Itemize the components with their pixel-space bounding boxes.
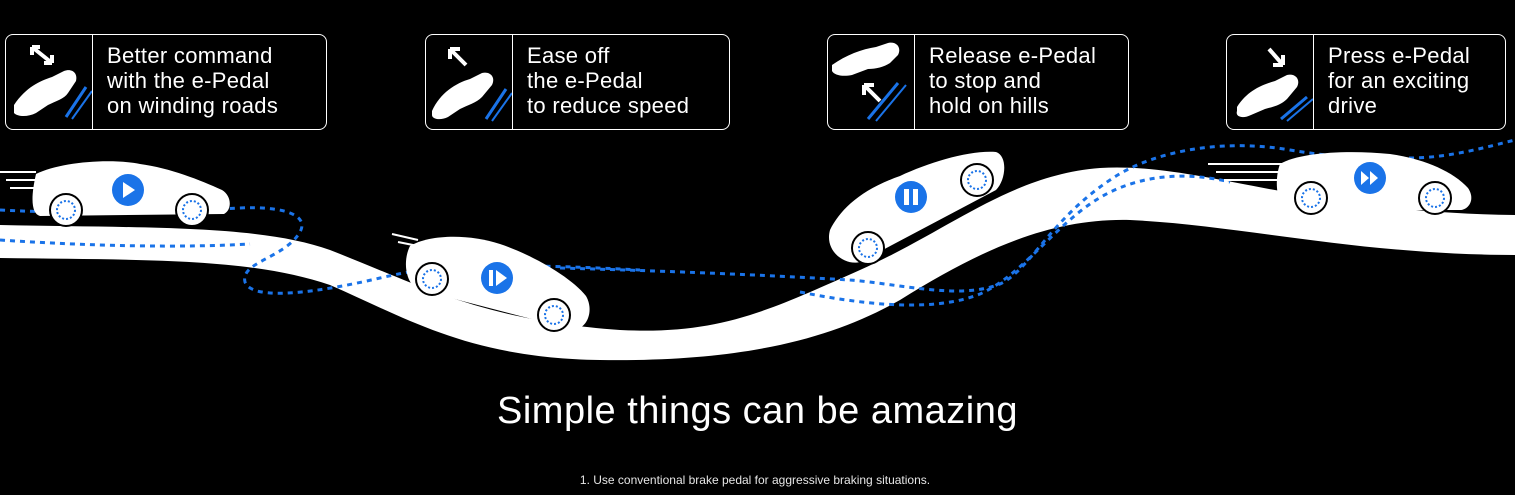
card-line: to reduce speed <box>527 93 690 118</box>
icon-box <box>1227 35 1314 129</box>
car-2 <box>405 236 590 332</box>
card-line: hold on hills <box>929 93 1050 118</box>
car-4 <box>1276 152 1472 215</box>
icon-box <box>426 35 513 129</box>
play-pause-icon <box>481 262 513 294</box>
speed-lines <box>0 163 1288 247</box>
card-line: to stop and <box>929 68 1042 93</box>
fast-forward-icon <box>1354 162 1386 194</box>
card-text: Release e-Pedal to stop and hold on hill… <box>915 35 1106 129</box>
card-text: Press e-Pedal for an exciting drive <box>1314 35 1480 129</box>
dotted-trail-4 <box>799 174 1231 307</box>
tagline: Simple things can be amazing <box>497 390 1018 432</box>
car-3 <box>828 151 1005 265</box>
icon-box <box>828 35 915 129</box>
instruction-card-press: Press e-Pedal for an exciting drive <box>1226 34 1506 130</box>
card-line: the e-Pedal <box>527 68 643 93</box>
card-text: Better command with the e-Pedal on windi… <box>93 35 288 129</box>
card-line: Better command <box>107 43 273 68</box>
card-line: Press e-Pedal <box>1328 43 1471 68</box>
instruction-card-ease-off: Ease off the e-Pedal to reduce speed <box>425 34 730 130</box>
footnote: 1. Use conventional brake pedal for aggr… <box>579 473 931 487</box>
play-icon <box>112 174 144 206</box>
road-scene-illustration <box>0 138 1515 361</box>
card-line: on winding roads <box>107 93 279 118</box>
pause-icon <box>895 181 927 213</box>
card-line: for an exciting <box>1328 68 1470 93</box>
dotted-trail-2 <box>0 238 251 248</box>
pedal-rock-both-ways-icon <box>14 45 92 120</box>
instruction-card-release: Release e-Pedal to stop and hold on hill… <box>827 34 1129 130</box>
pedal-press-icon <box>1236 47 1313 122</box>
icon-box <box>6 35 93 129</box>
card-line: with the e-Pedal <box>107 68 270 93</box>
pedal-ease-off-icon <box>432 47 512 122</box>
card-text: Ease off the e-Pedal to reduce speed <box>513 35 699 129</box>
card-line: drive <box>1328 93 1378 118</box>
card-line: Release e-Pedal <box>929 43 1097 68</box>
instruction-card-winding-roads: Better command with the e-Pedal on windi… <box>5 34 327 130</box>
car-1 <box>32 161 230 227</box>
card-line: Ease off <box>527 43 610 68</box>
pedal-release-icon <box>832 42 907 122</box>
road-curve <box>0 167 1515 361</box>
